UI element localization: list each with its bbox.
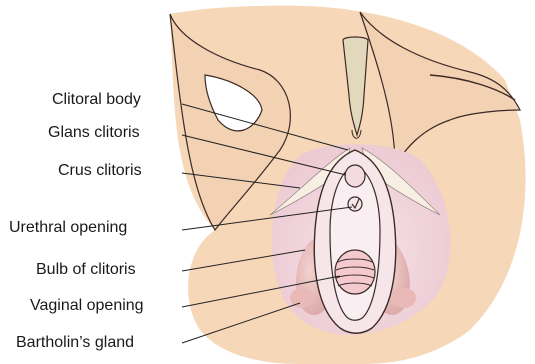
label-vaginal-opening: Vaginal opening: [30, 297, 144, 315]
glans-clitoris: [345, 165, 365, 187]
label-urethral-opening: Urethral opening: [9, 219, 127, 237]
vaginal-opening: [335, 250, 375, 294]
label-bartholins-gland: Bartholin’s gland: [16, 334, 134, 352]
label-crus-clitoris: Crus clitoris: [58, 162, 142, 180]
label-clitoral-body: Clitoral body: [52, 91, 141, 109]
bartholin-right: [392, 288, 416, 308]
vestibule-outline: [330, 165, 380, 320]
label-bulb-of-clitoris: Bulb of clitoris: [36, 261, 136, 279]
label-glans-clitoris: Glans clitoris: [48, 124, 140, 142]
